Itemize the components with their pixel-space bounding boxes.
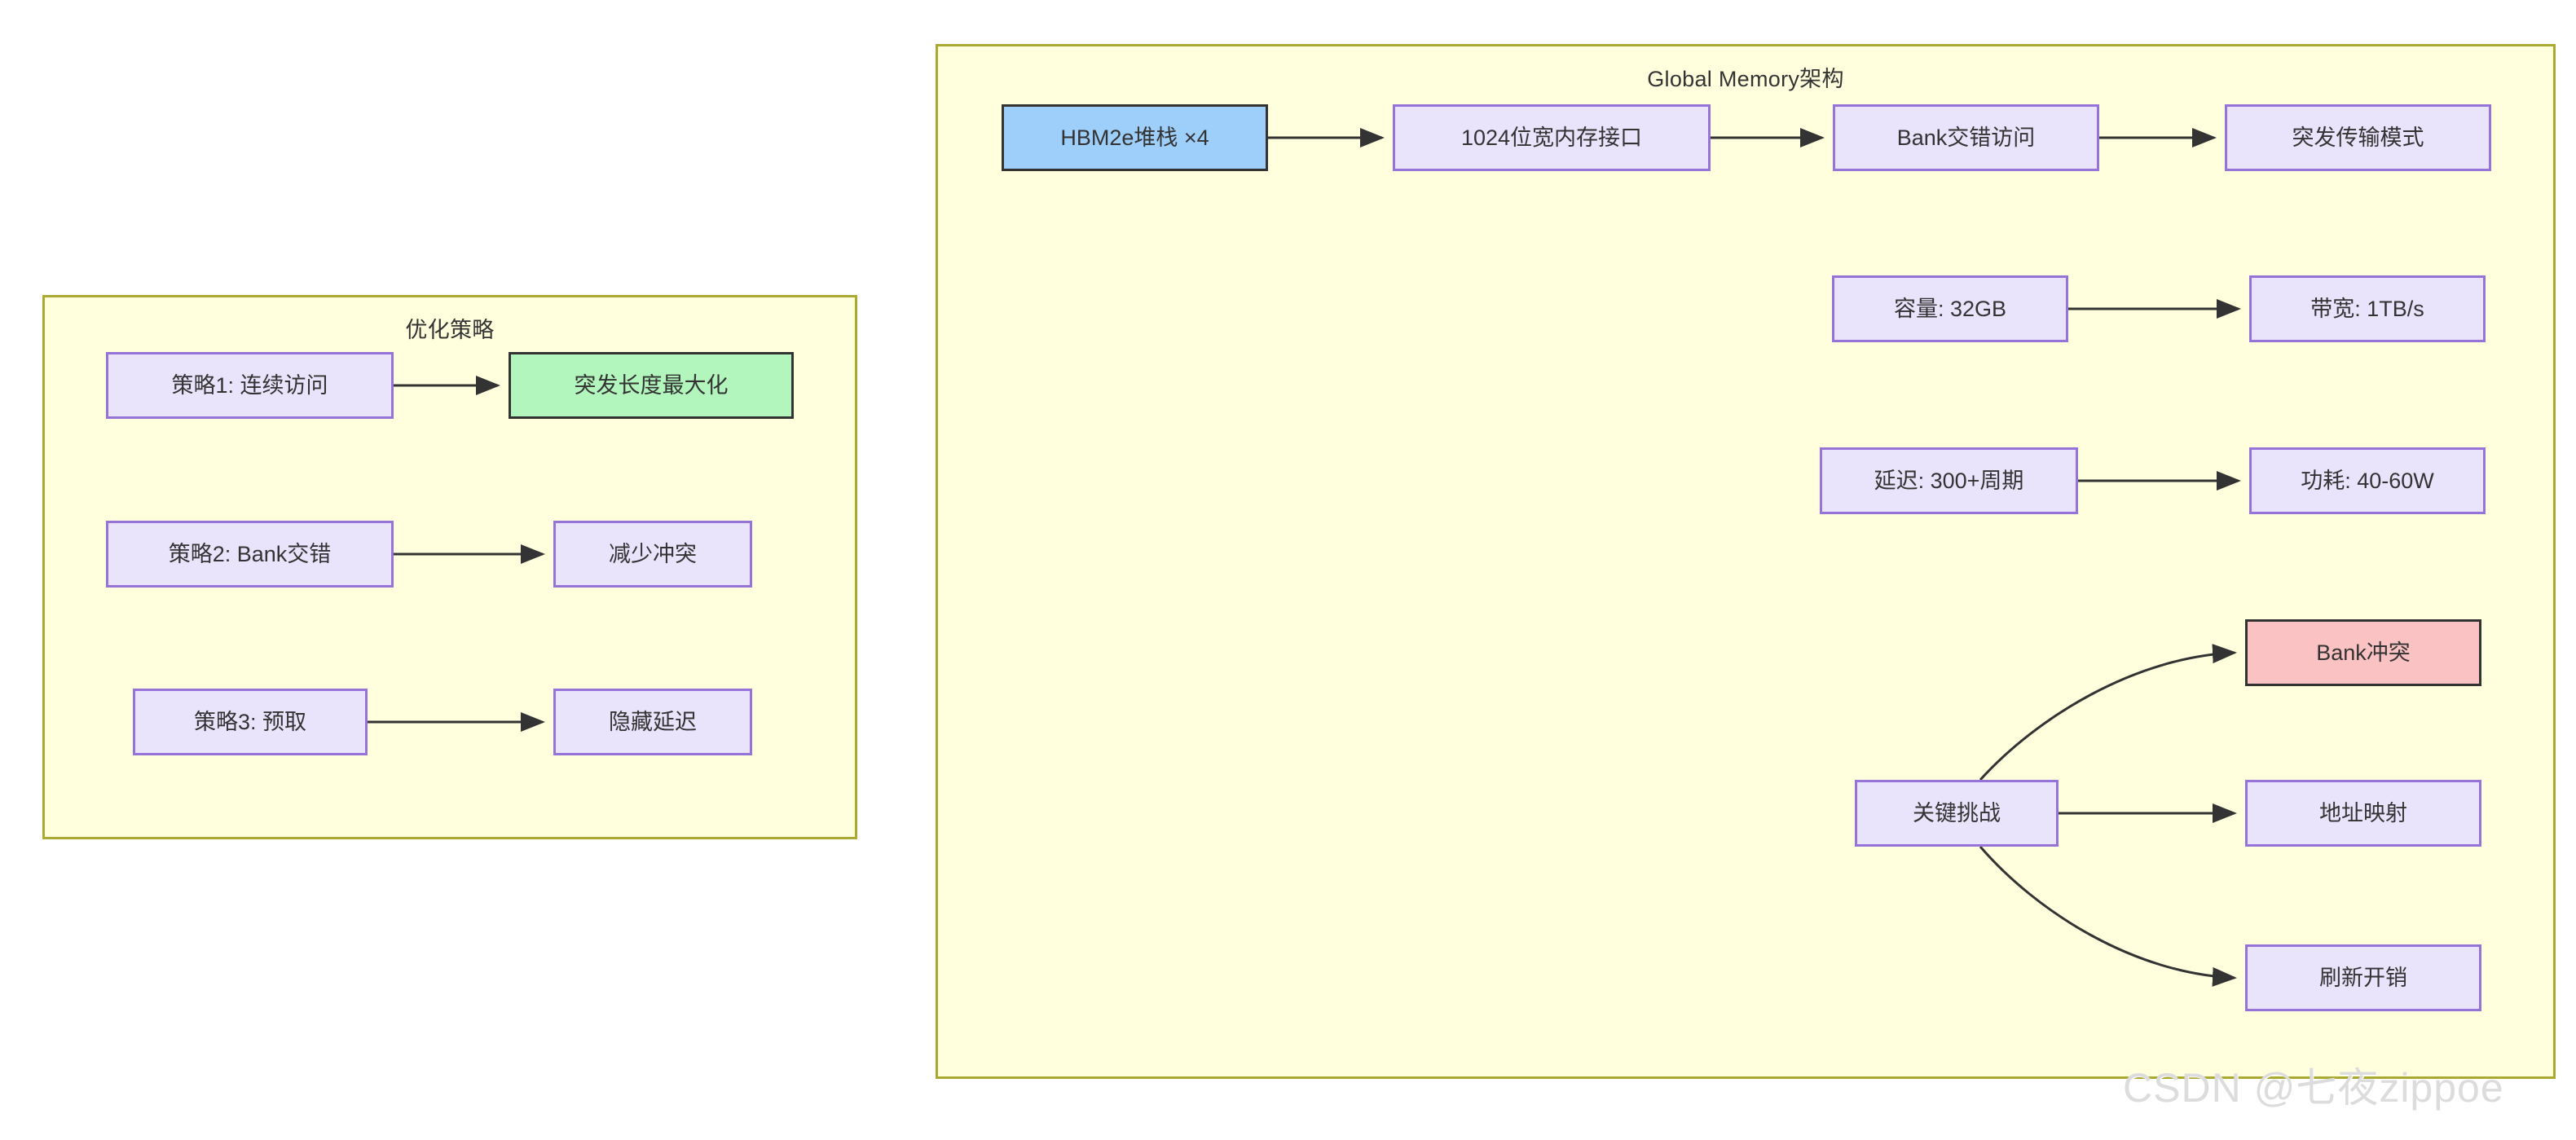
node-label-bank-conflict: Bank冲突 (2316, 640, 2411, 665)
node-latency[interactable]: 延迟: 300+周期 (1820, 447, 2078, 514)
node-burst-max[interactable]: 突发长度最大化 (509, 352, 794, 419)
node-label-hide-latency: 隐藏延迟 (609, 709, 697, 734)
node-strategy2[interactable]: 策略2: Bank交错 (106, 521, 394, 588)
node-label-refresh-cost: 刷新开销 (2319, 965, 2407, 990)
node-burst-mode[interactable]: 突发传输模式 (2225, 104, 2491, 171)
node-bank-conflict[interactable]: Bank冲突 (2245, 619, 2481, 686)
node-power[interactable]: 功耗: 40-60W (2249, 447, 2486, 514)
node-capacity[interactable]: 容量: 32GB (1832, 275, 2068, 342)
node-label-strategy3: 策略3: 预取 (193, 709, 307, 734)
node-strategy1[interactable]: 策略1: 连续访问 (106, 352, 394, 419)
node-label-capacity: 容量: 32GB (1893, 296, 2007, 321)
node-bank-interleave[interactable]: Bank交错访问 (1833, 104, 2099, 171)
node-label-power: 功耗: 40-60W (2301, 468, 2434, 493)
node-label-latency: 延迟: 300+周期 (1874, 468, 2024, 493)
panel-global-memory-panel: Global Memory架构 (936, 44, 2556, 1079)
csdn-watermark: CSDN @七夜zippoe (2123, 1065, 2504, 1111)
node-mem-interface[interactable]: 1024位宽内存接口 (1393, 104, 1711, 171)
node-label-address-map: 地址映射 (2319, 800, 2407, 825)
node-label-hbm2e: HBM2e堆栈 ×4 (1060, 125, 1209, 150)
node-label-mem-interface: 1024位宽内存接口 (1460, 125, 1643, 150)
node-label-key-challenge: 关键挑战 (1913, 800, 2001, 825)
node-hbm2e[interactable]: HBM2e堆栈 ×4 (1002, 104, 1268, 171)
node-label-bandwidth: 带宽: 1TB/s (2310, 296, 2424, 321)
node-strategy3[interactable]: 策略3: 预取 (133, 689, 368, 755)
node-key-challenge[interactable]: 关键挑战 (1855, 780, 2059, 847)
node-label-burst-mode: 突发传输模式 (2292, 125, 2424, 150)
node-hide-latency[interactable]: 隐藏延迟 (553, 689, 752, 755)
node-label-strategy1: 策略1: 连续访问 (171, 372, 328, 398)
node-address-map[interactable]: 地址映射 (2245, 780, 2481, 847)
panel-title-optimization-panel: 优化策略 (405, 318, 495, 342)
node-bandwidth[interactable]: 带宽: 1TB/s (2249, 275, 2486, 342)
node-refresh-cost[interactable]: 刷新开销 (2245, 944, 2481, 1011)
node-reduce-conflict[interactable]: 减少冲突 (553, 521, 752, 588)
node-label-strategy2: 策略2: Bank交错 (168, 541, 332, 566)
node-label-burst-max: 突发长度最大化 (574, 372, 729, 398)
node-label-reduce-conflict: 减少冲突 (609, 541, 697, 566)
node-label-bank-interleave: Bank交错访问 (1896, 125, 2036, 150)
panel-title-global-memory-panel: Global Memory架构 (1647, 67, 1844, 91)
